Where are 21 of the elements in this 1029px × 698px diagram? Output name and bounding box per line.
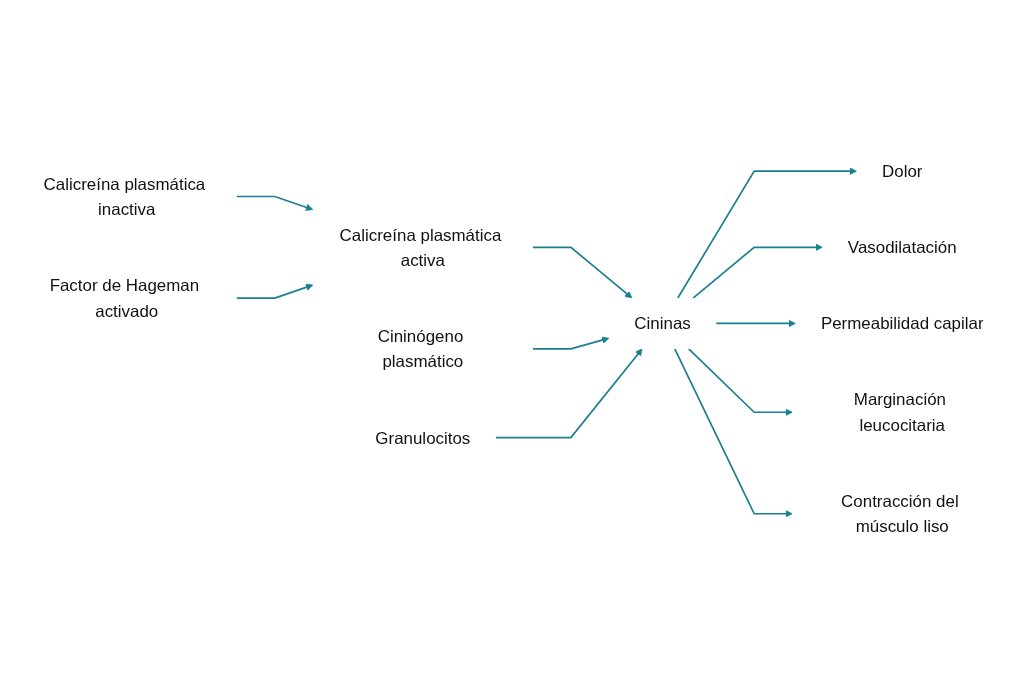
node-text: Calicreína plasmática inactiva (43, 174, 206, 219)
node-text: Permeabilidad capilar (820, 314, 984, 333)
arrow (715, 319, 796, 328)
arrow (692, 243, 823, 300)
arrow (235, 283, 314, 300)
node-text: Cininógeno plasmático (377, 327, 464, 371)
node-text: Factor de Hageman activado (49, 276, 200, 321)
node-text: Dolor (882, 162, 923, 181)
arrow (235, 195, 314, 212)
arrow (494, 348, 643, 439)
arrow (676, 167, 857, 300)
arrow (673, 348, 793, 518)
node-text: Calicreína plasmática activa (339, 225, 502, 270)
node-text: Granulocitos (375, 428, 471, 448)
node-text: Marginación leucocitaria (853, 390, 946, 435)
node-text: Contracción del músculo liso (841, 491, 959, 536)
arrow (531, 336, 610, 350)
arrow (531, 246, 633, 299)
node-text: Cininas (634, 314, 691, 333)
arrow (687, 348, 793, 417)
node-text: Vasodilatación (847, 238, 957, 257)
